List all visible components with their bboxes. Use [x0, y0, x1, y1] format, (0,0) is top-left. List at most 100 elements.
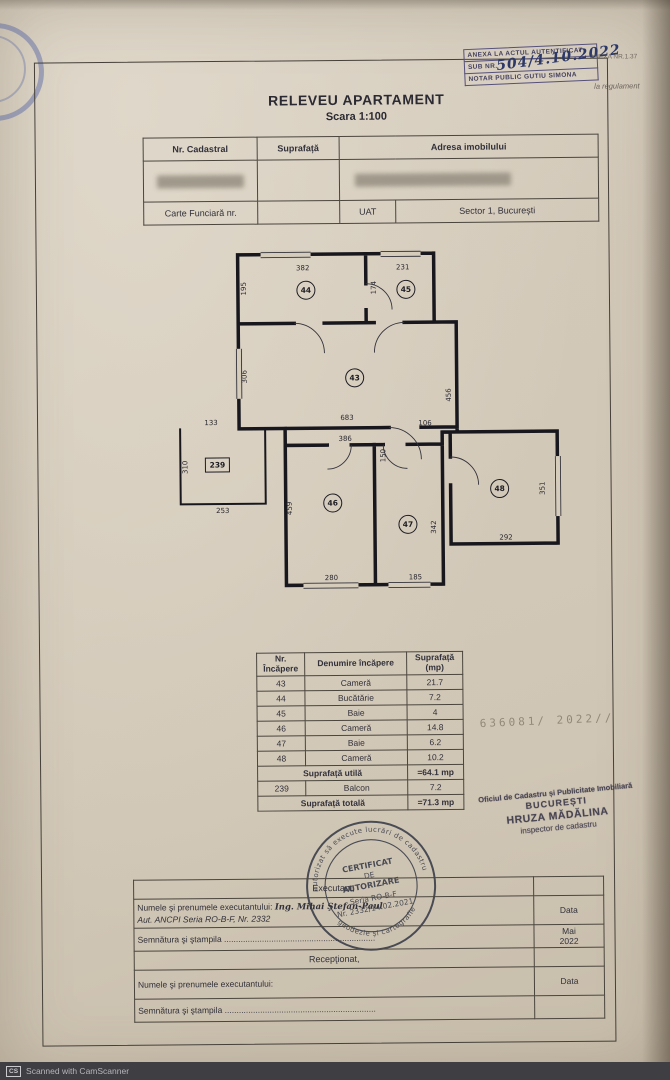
table-cell: Balcon: [305, 779, 408, 796]
executant-name-value: Ing. Mihai Ştefan-Paul: [274, 901, 383, 913]
room-number: 46: [327, 498, 338, 507]
uat-value: Sector 1, București: [395, 198, 599, 223]
uat-label: UAT: [339, 199, 396, 224]
total-area-label: Suprafață totală: [257, 794, 408, 811]
dimension-label: 150: [379, 449, 387, 462]
table-cell: 46: [257, 720, 306, 736]
dimension-label: 133: [204, 419, 217, 427]
annex-note: ANEXA NR.1.37: [589, 53, 638, 61]
signature-dots: ........................................…: [223, 932, 376, 944]
signature-label: Semnătura şi ştampila: [137, 934, 222, 945]
window-symbols: [234, 249, 562, 590]
table-cell: [534, 947, 605, 967]
dimension-label: 342: [430, 520, 438, 533]
col-nr-cadastral: Nr. Cadastral: [143, 137, 258, 162]
table-cell: Cameră: [305, 719, 408, 736]
col-nr-incapere: Nr. Încăpere: [256, 652, 305, 676]
rooms-area-table: Nr. Încăpere Denumire încăpere Suprafață…: [256, 651, 464, 811]
dimension-label: 280: [325, 574, 338, 582]
data-value: Mai 2022: [533, 924, 605, 948]
table-cell: 44: [256, 690, 306, 706]
table-cell: 47: [257, 735, 306, 751]
table-cell: 7.2: [406, 688, 464, 705]
table-cell: 7.2: [407, 778, 464, 795]
table-cell: Cameră: [304, 674, 407, 691]
executant-table: Executant, Numele şi prenumele executant…: [133, 876, 605, 1023]
table-cell: Baie: [305, 704, 408, 721]
signature-cell: Semnătura şi ştampila ..................…: [133, 924, 535, 952]
col-adresa: Adresa imobilului: [339, 134, 599, 160]
data-header: Data: [534, 966, 605, 996]
room-number: 43: [349, 373, 360, 382]
floor-plan: 3821952311743064566831061333102533861504…: [179, 249, 562, 590]
balcony-walls: [179, 427, 267, 506]
executant-name-cell: Numele şi prenumele executantului: Ing. …: [133, 895, 534, 929]
stamp-inner-ring: [324, 839, 418, 933]
dimension-label: 456: [445, 388, 453, 402]
table-cell: 43: [256, 675, 305, 691]
stamp-center-line2: DE: [363, 870, 375, 881]
room-label-outline: [204, 457, 230, 473]
camscanner-logo: CS: [6, 1065, 22, 1077]
room-number: 45: [401, 285, 412, 294]
carte-funciara-label: Carte Funciară nr.: [143, 201, 258, 226]
camscanner-text: Scanned with CamScanner: [26, 1066, 130, 1076]
room-number: 239: [210, 460, 226, 469]
table-cell: Baie: [305, 734, 408, 751]
table-cell: 48: [257, 750, 306, 766]
room-number: 48: [494, 484, 505, 493]
table-cell: 4: [407, 703, 464, 720]
dimension-label: 174: [370, 280, 378, 294]
signature-dots: ........................................…: [224, 1003, 376, 1015]
stamp-outer-ring: [306, 820, 437, 951]
room-label-outline: [398, 514, 418, 534]
regulation-note: la regulament: [594, 81, 640, 91]
room-label-outline: [490, 479, 510, 499]
floor-plan-walls: [235, 251, 560, 588]
room-label-outline: [345, 368, 365, 388]
room-label-outline: [296, 280, 316, 300]
document-title: RELEVEU APARTAMENT: [268, 91, 445, 109]
receptionat-name-cell: Numele şi prenumele executantului:: [134, 966, 535, 1000]
property-id-table: Nr. Cadastral Suprafață Adresa imobilulu…: [143, 134, 600, 226]
title-block: RELEVEU APARTAMENT Scara 1:100: [176, 90, 536, 124]
table-cell: [533, 876, 604, 896]
table-cell: 6.2: [407, 733, 464, 750]
table-cell: 10.2: [407, 748, 464, 765]
table-cell: [534, 995, 605, 1019]
dimension-label: 253: [216, 507, 229, 515]
dimension-label: 382: [296, 264, 309, 272]
door-swing-arcs: [294, 283, 480, 485]
table-cell: [339, 157, 599, 201]
signature-label: Semnătura şi ştampila: [138, 1005, 223, 1016]
executant-name-label: Numele şi prenumele executantului:: [137, 901, 273, 913]
dimension-label: 195: [240, 282, 248, 295]
col-suprafata-mp: Suprafață (mp): [406, 651, 463, 675]
dimension-label: 683: [340, 414, 353, 422]
useful-area-value: =64.1 mp: [407, 763, 464, 780]
dimension-label: 459: [286, 502, 294, 515]
executant-authorization: Aut. ANCPI Seria RO-B-F, Nr. 2332: [137, 913, 271, 925]
data-header: Data: [533, 895, 604, 925]
dimension-label: 386: [338, 435, 352, 443]
receptionat-name-label: Numele şi prenumele executantului:: [137, 978, 274, 990]
room-number: 44: [301, 286, 312, 295]
col-denumire: Denumire încăpere: [304, 651, 407, 676]
table-cell: [257, 200, 340, 225]
table-cell: 239: [257, 780, 306, 796]
table-cell: Cameră: [305, 749, 408, 766]
round-certification-stamp: autorizat să execute lucrări de cadastru…: [301, 816, 437, 951]
table-cell: [257, 159, 340, 202]
table-cell: [143, 160, 258, 203]
table-cell: 14.8: [407, 718, 464, 735]
dimension-label: 185: [409, 573, 422, 581]
camscanner-bar: CS Scanned with CamScanner: [0, 1062, 670, 1080]
table-cell: 21.7: [406, 673, 463, 690]
room-label-outline: [323, 493, 343, 513]
dimension-label: 306: [241, 370, 249, 384]
room-label-outline: [396, 279, 416, 299]
redacted-value: [354, 171, 512, 187]
signature-cell: Semnătura şi ştampila ..................…: [134, 995, 535, 1023]
